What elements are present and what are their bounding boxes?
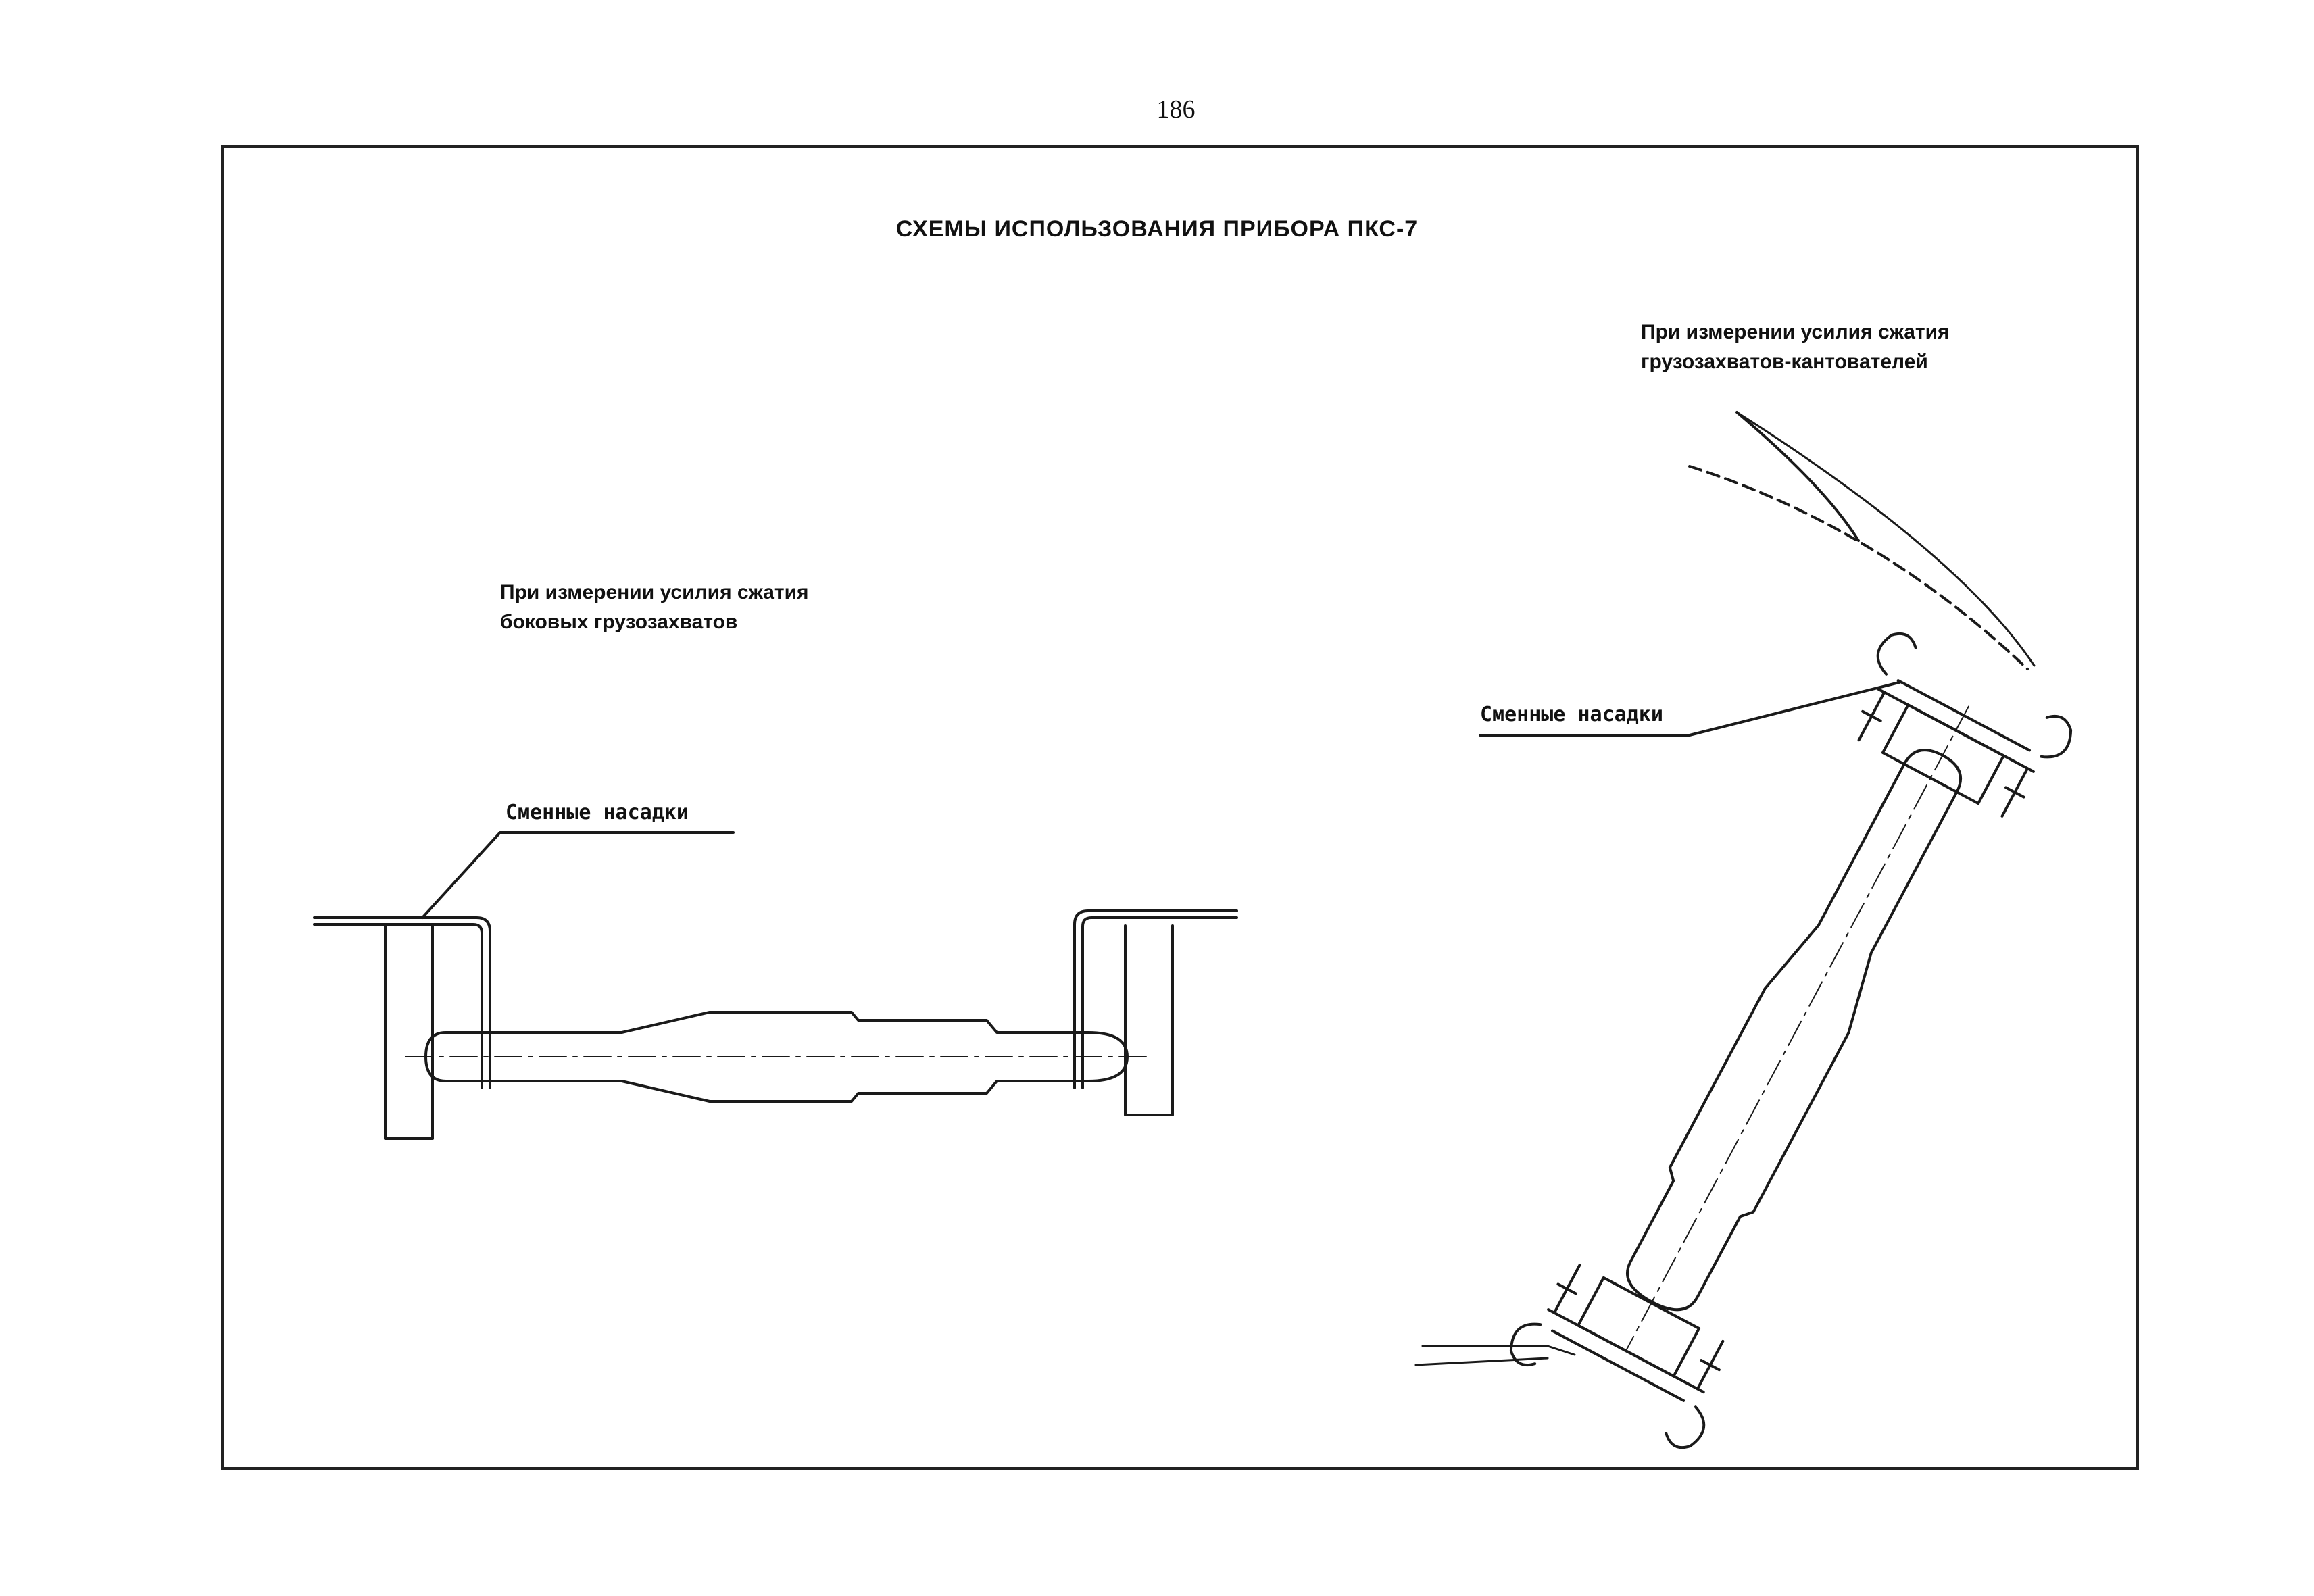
upper-bolt-right xyxy=(2000,767,2029,818)
lower-hook-right xyxy=(1665,1405,1706,1449)
tilted-instrument xyxy=(1509,632,2073,1449)
upper-bolt-left xyxy=(1857,691,1886,742)
left-callout-label: Сменные насадки xyxy=(506,801,689,824)
left-caption-line1: При измерении усилия сжатия xyxy=(500,581,809,603)
page-title: СХЕМЫ ИСПОЛЬЗОВАНИЯ ПРИБОРА ПКС-7 xyxy=(895,216,1419,242)
upper-hook-left xyxy=(1876,632,1917,676)
lower-bolt-left xyxy=(1552,1264,1581,1314)
right-callout-label: Сменные насадки xyxy=(1480,703,1663,726)
upper-jaw-arc-outline xyxy=(1736,411,2036,667)
right-upright xyxy=(1124,924,1174,1116)
lower-bolt-right xyxy=(1696,1339,1725,1391)
left-callout-leader xyxy=(421,831,735,919)
tilted-instrument-body xyxy=(1626,749,1963,1312)
left-caption-line2: боковых грузозахватов xyxy=(500,611,738,633)
tilted-instrument-axis xyxy=(1625,705,1969,1352)
right-grab-plate xyxy=(1073,909,1238,1089)
right-caption-line2: грузозахватов-кантователей xyxy=(1641,351,1928,373)
left-grab-plate xyxy=(313,916,491,1089)
upper-jaw-arc-dashed xyxy=(1688,465,2029,670)
right-caption-line1: При измерении усилия сжатия xyxy=(1641,321,1950,343)
upper-jaw-arc-solid xyxy=(1736,411,1860,542)
left-upright xyxy=(384,924,434,1140)
right-scheme-caption: При измерении усилия сжатия грузозахвато… xyxy=(1641,318,1950,377)
right-scheme-drawing xyxy=(1414,411,2073,1449)
lower-nozzle-base xyxy=(1547,1308,1705,1402)
lower-support-plate xyxy=(1414,1345,1576,1366)
left-scheme-caption: При измерении усилия сжатия боковых груз… xyxy=(500,578,809,637)
left-scheme-drawing xyxy=(313,831,1238,1140)
drawing-frame xyxy=(221,145,2139,1470)
page-number: 186 xyxy=(1156,95,1196,124)
upper-nozzle-base xyxy=(1877,679,2035,773)
lower-hook-left xyxy=(1509,1322,1542,1367)
upper-hook-right xyxy=(2040,714,2073,759)
right-callout-leader xyxy=(1479,681,1900,737)
